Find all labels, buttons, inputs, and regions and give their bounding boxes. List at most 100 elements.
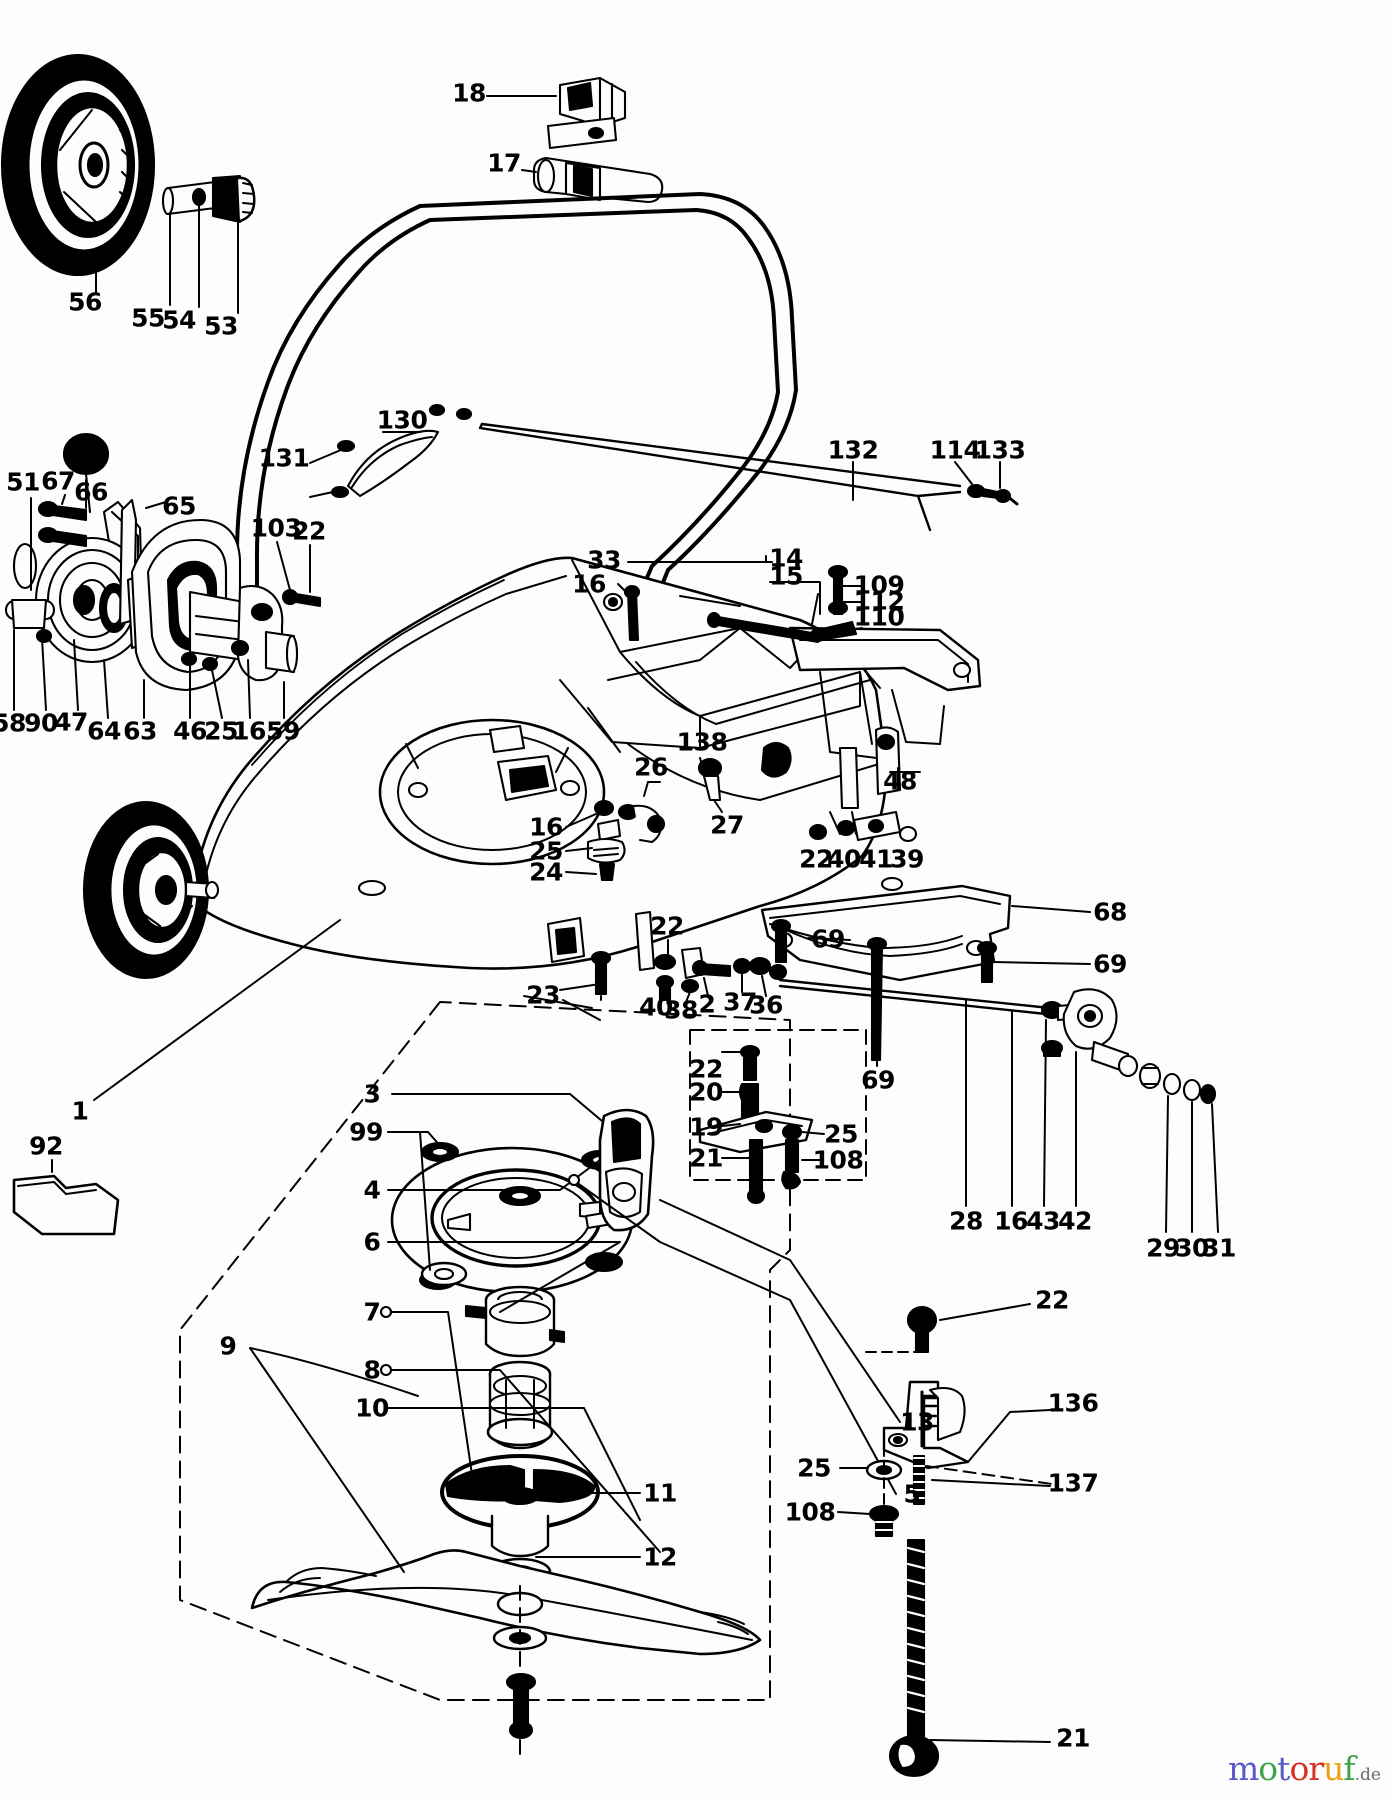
callout-number-40: 40 [827, 844, 861, 874]
gearbox-assembly [4, 432, 299, 692]
callout-number-21: 21 [689, 1143, 723, 1173]
part-92 [12, 1174, 120, 1236]
control-lever-13 [598, 1108, 655, 1232]
small-fastener-group [809, 564, 858, 643]
callout-number-47: 47 [54, 707, 88, 737]
callout-number-51: 51 [6, 467, 40, 497]
callout-number-58: 58 [0, 708, 26, 738]
watermark-letter: o [1289, 1749, 1309, 1788]
deflector-plate-68 [760, 884, 1012, 982]
callout-number-114: 114 [929, 435, 981, 465]
callout-number-26: 26 [634, 752, 668, 782]
callout-number-30: 30 [1175, 1233, 1209, 1263]
knob-27 [697, 757, 723, 802]
callout-number-42: 42 [1058, 1206, 1092, 1236]
callout-number-1: 1 [71, 1096, 89, 1126]
callout-number-40: 40 [639, 992, 673, 1022]
callout-number-68: 68 [1093, 897, 1127, 927]
callout-number-54: 54 [162, 305, 196, 335]
watermark-letter: r [1308, 1749, 1324, 1788]
callout-number-5: 5 [903, 1479, 921, 1509]
callout-number-137: 137 [1047, 1468, 1099, 1498]
callout-number-19: 19 [689, 1112, 723, 1142]
spring-assembly-24 [586, 799, 666, 882]
watermark-letter: m [1228, 1749, 1259, 1788]
callout-number-22: 22 [689, 1054, 723, 1084]
callout-number-133: 133 [974, 435, 1026, 465]
callout-number-24: 24 [529, 857, 563, 887]
callout-number-56: 56 [68, 287, 102, 317]
bolt-69a [770, 918, 792, 964]
callout-number-22: 22 [799, 844, 833, 874]
callout-number-31: 31 [1202, 1233, 1236, 1263]
watermark-suffix: .de [1354, 1765, 1381, 1785]
callout-number-69: 69 [811, 924, 845, 954]
callout-number-99: 99 [349, 1117, 383, 1147]
callout-number-46: 46 [173, 716, 207, 746]
callout-number-3: 3 [363, 1079, 381, 1109]
callout-number-138: 138 [676, 727, 728, 757]
callout-number-39: 39 [890, 844, 924, 874]
callout-number-90: 90 [24, 708, 58, 738]
link-rod-assembly [778, 978, 1217, 1105]
callout-number-2: 2 [698, 989, 716, 1019]
callout-number-59: 59 [266, 716, 300, 746]
callout-number-55: 55 [131, 303, 165, 333]
callout-number-16: 16 [572, 569, 606, 599]
callout-number-29: 29 [1146, 1233, 1180, 1263]
callout-number-10: 10 [355, 1393, 389, 1423]
watermark-letter: u [1323, 1749, 1344, 1788]
bolt-69b [976, 940, 998, 984]
handle-tube-17 [532, 156, 664, 204]
callout-number-65: 65 [162, 491, 196, 521]
axle-bolt-55-54-53 [161, 174, 256, 224]
callout-number-66: 66 [74, 477, 108, 507]
callout-number-21: 21 [1056, 1723, 1090, 1753]
callout-number-15: 15 [769, 561, 803, 591]
mower-deck [190, 556, 982, 970]
callout-number-16: 16 [994, 1206, 1028, 1236]
callout-number-43: 43 [1026, 1206, 1060, 1236]
callout-number-4: 4 [363, 1175, 381, 1205]
callout-number-13: 13 [900, 1407, 934, 1437]
callout-number-25: 25 [797, 1453, 831, 1483]
callout-number-136: 136 [1047, 1388, 1099, 1418]
bracket-136-group [865, 1305, 970, 1778]
callout-number-64: 64 [87, 716, 121, 746]
front-wheel [82, 800, 220, 980]
callout-number-25: 25 [529, 836, 563, 866]
callout-number-112: 112 [853, 586, 905, 616]
callout-number-25: 25 [204, 716, 238, 746]
inset-fastener-group [698, 1044, 814, 1205]
handle-bracket-18 [546, 76, 627, 150]
callout-number-67: 67 [41, 466, 75, 496]
callout-number-36: 36 [749, 990, 783, 1020]
callout-number-12: 12 [643, 1542, 677, 1572]
callout-number-108: 108 [812, 1145, 864, 1175]
callout-number-48: 48 [883, 766, 917, 796]
callout-number-38: 38 [664, 995, 698, 1025]
callout-number-23: 23 [526, 980, 560, 1010]
callout-number-14: 14 [769, 543, 803, 573]
fastener-row-center [546, 910, 788, 1002]
watermark-letter: t [1277, 1749, 1290, 1788]
callout-number-92: 92 [29, 1131, 63, 1161]
callout-number-22: 22 [292, 516, 326, 546]
site-watermark: motoruf.de [1228, 1752, 1381, 1785]
callout-number-130: 130 [376, 405, 428, 435]
watermark-letter: f [1343, 1749, 1355, 1788]
callout-number-6: 6 [363, 1227, 381, 1257]
callout-number-53: 53 [204, 311, 238, 341]
callout-number-9: 9 [219, 1331, 237, 1361]
drive-wheel-56 [0, 53, 156, 277]
callout-number-22: 22 [1035, 1285, 1069, 1315]
callout-number-20: 20 [689, 1077, 723, 1107]
callout-number-11: 11 [643, 1478, 677, 1508]
callout-number-16: 16 [232, 716, 266, 746]
lever-130 [346, 429, 440, 498]
callout-number-69: 69 [861, 1065, 895, 1095]
fastener-114-133 [966, 483, 1019, 506]
callout-number-132: 132 [827, 435, 879, 465]
